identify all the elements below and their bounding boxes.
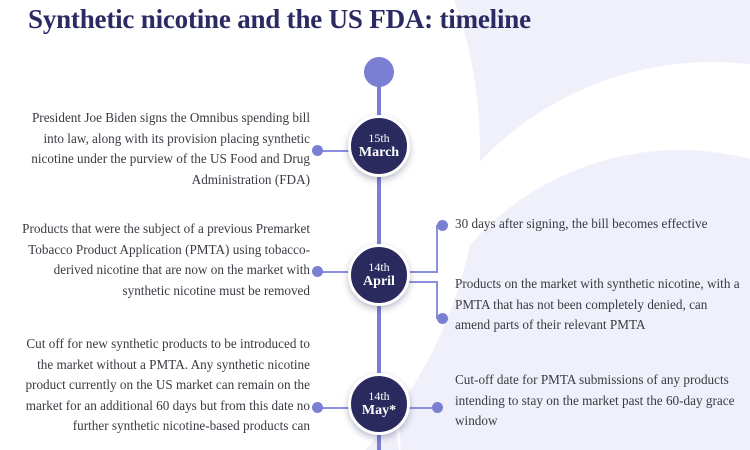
- connector-dot-right-2: [437, 313, 448, 324]
- timeline-note-right-cutoff: Cut-off date for PMTA submissions of any…: [455, 372, 735, 428]
- connector-line-right-1b: [436, 226, 438, 273]
- marker-day-may: 14th: [368, 389, 390, 403]
- marker-month-march: March: [358, 145, 400, 160]
- connector-dot-left-1: [312, 145, 323, 156]
- connector-line-left-1: [318, 150, 352, 152]
- connector-line-right-2a: [406, 281, 438, 283]
- timeline-note-left-march: President Joe Biden signs the Omnibus sp…: [31, 110, 310, 187]
- connector-line-right-1a: [406, 271, 438, 273]
- timeline-marker-may[interactable]: 14th May*: [348, 373, 410, 435]
- timeline-marker-april[interactable]: 14th April: [348, 244, 410, 306]
- connector-line-left-3: [318, 407, 352, 409]
- connector-dot-right-3: [432, 402, 443, 413]
- marker-month-april: April: [363, 274, 395, 289]
- connector-line-right-3: [406, 407, 440, 409]
- connector-line-left-2: [318, 271, 352, 273]
- marker-day-april: 14th: [368, 260, 390, 274]
- connector-dot-right-1: [437, 220, 448, 231]
- connector-line-right-2b: [436, 281, 438, 318]
- marker-month-may: May*: [361, 403, 397, 418]
- white-left-wedge-shape: [0, 0, 480, 450]
- timeline-note-left-may: Cut off for new synthetic products to be…: [25, 336, 310, 433]
- connector-dot-left-3: [312, 402, 323, 413]
- page-title: Synthetic nicotine and the US FDA: timel…: [28, 4, 531, 34]
- marker-day-march: 15th: [368, 131, 390, 145]
- timeline-note-right-amend: Products on the market with synthetic ni…: [455, 276, 740, 332]
- connector-dot-left-2: [312, 266, 323, 277]
- timeline-marker-march[interactable]: 15th March: [348, 115, 410, 177]
- timeline-note-right-effective: 30 days after signing, the bill becomes …: [455, 216, 708, 231]
- timeline-note-left-april: Products that were the subject of a prev…: [22, 221, 310, 298]
